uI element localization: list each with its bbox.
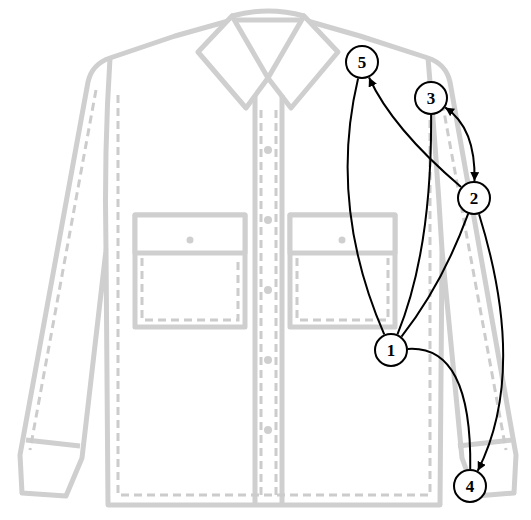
right-pocket-flap [290,215,395,253]
right-collar [268,16,338,108]
right-pocket [290,215,395,327]
button [264,146,272,154]
button [264,356,272,364]
callout-circle: 4 [453,469,487,503]
callout-number: 3 [427,90,436,107]
connector-curve [408,349,470,469]
pocket-stitching [142,258,388,320]
connector-curve [369,77,461,186]
pocket-button [187,237,194,244]
connector-curve [478,214,503,471]
placket-stitching [261,110,276,495]
sleeve-stitching [30,90,506,450]
button [264,426,272,434]
left-armhole [106,58,111,250]
placket [255,95,282,505]
callout-number: 2 [470,190,479,207]
collar-band [232,11,304,16]
pocket-button [339,237,346,244]
callout-circle: 1 [374,333,408,367]
callout-circle: 5 [345,45,379,79]
left-pocket-flap [135,215,245,253]
callout-number: 1 [387,342,396,359]
left-collar [198,16,268,108]
connector-curve [445,107,474,181]
connector-curve [401,214,468,337]
body-stitching [118,95,430,495]
shirt-body [20,20,516,505]
callout-number: 4 [466,478,475,495]
connector-curve [348,79,385,335]
callout-circle: 2 [457,181,491,215]
button [264,286,272,294]
callout-circle: 3 [414,81,448,115]
callout-number: 5 [358,54,367,71]
button [264,216,272,224]
left-cuff [26,440,80,446]
left-pocket [135,215,245,327]
